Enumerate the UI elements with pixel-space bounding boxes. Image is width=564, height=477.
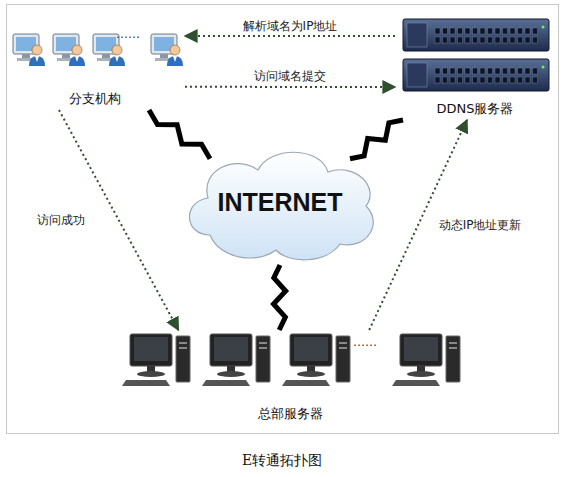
dotted-arrow bbox=[185, 35, 395, 37]
hq-node: 总部服务器 bbox=[110, 330, 470, 425]
node-label: DDNS服务器 bbox=[437, 100, 514, 118]
cloud-node: INTERNET bbox=[180, 140, 380, 265]
edge-label: 访问成功 bbox=[35, 212, 87, 229]
lightning-link bbox=[149, 110, 210, 159]
edge-label: 解析域名为IP地址 bbox=[241, 18, 340, 35]
lightning-link bbox=[274, 265, 286, 330]
lightning-link bbox=[350, 120, 403, 159]
branch-node: 分支机构 bbox=[5, 30, 185, 110]
edge-label: 访问域名提交 bbox=[252, 68, 328, 85]
node-label: 分支机构 bbox=[69, 90, 121, 108]
ellipsis-label: …… bbox=[353, 335, 377, 349]
node-label: INTERNET bbox=[218, 188, 343, 217]
dotted-arrow bbox=[185, 86, 395, 88]
node-label: 总部服务器 bbox=[258, 405, 323, 423]
edge-label: 动态IP地址更新 bbox=[437, 217, 524, 234]
ellipsis-label: …… bbox=[116, 27, 140, 41]
ddns-node: DDNS服务器 bbox=[395, 15, 555, 120]
caption: E转通拓扑图 bbox=[0, 452, 564, 470]
